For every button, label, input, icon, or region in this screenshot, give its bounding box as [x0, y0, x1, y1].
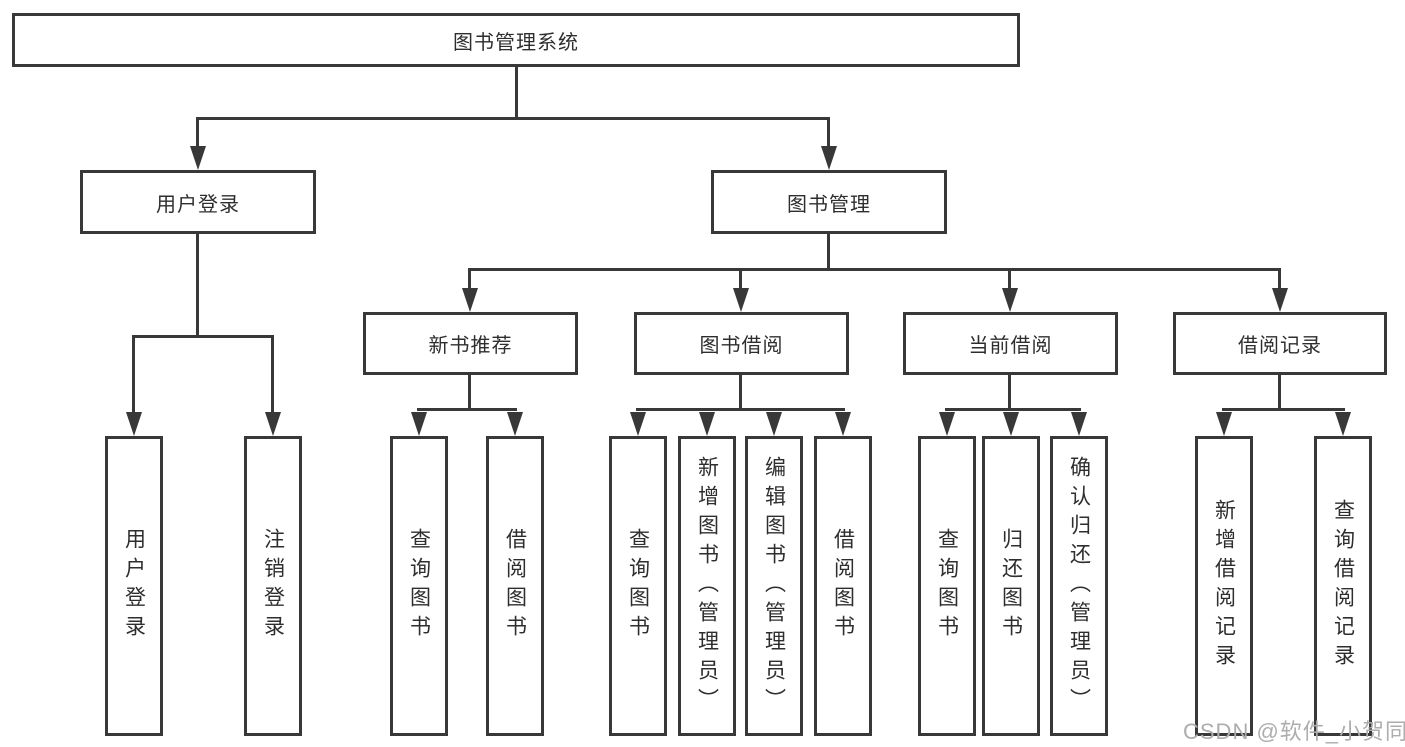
leaf-br-query-record: 查询借阅记录	[1314, 436, 1372, 736]
connector-currentborrow-branch	[945, 408, 1081, 411]
connector-newbook-drop	[468, 268, 471, 290]
leaf-rec-query-books: 查询图书	[390, 436, 448, 736]
leaf-bb-add-books-label: 新增图书（管理员）	[695, 455, 719, 717]
arrow-currentborrow-leaf-3	[1071, 412, 1087, 436]
connector-borrowrecords-stem	[1278, 375, 1281, 410]
node-new-book-rec-label: 新书推荐	[428, 335, 513, 357]
leaf-cb-query-books-label: 查询图书	[935, 528, 959, 644]
leaf-cb-confirm-return-label: 确认归还（管理员）	[1067, 455, 1091, 717]
arrow-bookborrow-leaf-2	[699, 412, 715, 436]
node-new-book-rec: 新书推荐	[363, 312, 578, 375]
connector-user-login-drop	[196, 117, 199, 148]
leaf-logout-label: 注销登录	[261, 528, 285, 644]
arrow-to-current	[1002, 288, 1018, 312]
arrow-to-newbook	[462, 288, 478, 312]
leaf-bb-add-books: 新增图书（管理员）	[678, 436, 736, 736]
connector-newbook-stem	[468, 375, 471, 410]
arrow-to-borrow	[733, 288, 749, 312]
connector-records-drop	[1278, 268, 1281, 290]
connector-userlogin-stem	[196, 234, 199, 337]
leaf-rec-borrow-books-label: 借阅图书	[503, 528, 527, 644]
arrow-newbook-leaf-1	[411, 412, 427, 436]
arrow-bookborrow-leaf-4	[835, 412, 851, 436]
connector-borrowrecords-branch	[1222, 408, 1345, 411]
leaf-rec-borrow-books: 借阅图书	[486, 436, 544, 736]
node-root-label: 图书管理系统	[453, 31, 579, 54]
leaf-bb-edit-books: 编辑图书（管理员）	[745, 436, 803, 736]
leaf-cb-query-books: 查询图书	[918, 436, 976, 736]
leaf-bb-query-books-label: 查询图书	[626, 528, 650, 644]
leaf-user-login-label: 用户登录	[122, 528, 146, 644]
node-root: 图书管理系统	[12, 13, 1020, 67]
connector-bookborrow-stem	[739, 375, 742, 410]
leaf-cb-confirm-return: 确认归还（管理员）	[1050, 436, 1108, 736]
leaf-logout: 注销登录	[244, 436, 302, 736]
connector-bookborrow-branch	[636, 408, 845, 411]
arrow-to-leaf-login	[126, 412, 142, 436]
arrow-to-records	[1272, 288, 1288, 312]
connector-bookmgmt-branch	[468, 268, 1281, 271]
leaf-bb-edit-books-label: 编辑图书（管理员）	[762, 455, 786, 717]
connector-root-drop	[515, 67, 518, 119]
node-book-mgmt-label: 图书管理	[787, 193, 871, 216]
node-borrow-records-label: 借阅记录	[1238, 335, 1322, 357]
connector-currentborrow-stem	[1008, 375, 1011, 410]
node-book-borrow: 图书借阅	[634, 312, 849, 375]
leaf-bb-borrow-books: 借阅图书	[814, 436, 872, 736]
node-borrow-records: 借阅记录	[1173, 312, 1387, 375]
connector-book-mgmt-drop	[827, 117, 830, 148]
node-current-borrow: 当前借阅	[903, 312, 1118, 375]
arrow-currentborrow-leaf-1	[939, 412, 955, 436]
leaf-bb-query-books: 查询图书	[609, 436, 667, 736]
leaf-user-login: 用户登录	[105, 436, 163, 736]
arrow-to-leaf-logout	[265, 412, 281, 436]
connector-root-branch	[196, 117, 830, 120]
leaf-rec-query-books-label: 查询图书	[407, 528, 431, 644]
connector-leaf-login-drop	[132, 335, 135, 414]
leaf-bb-borrow-books-label: 借阅图书	[831, 528, 855, 644]
node-book-borrow-label: 图书借阅	[699, 335, 784, 357]
node-current-borrow-label: 当前借阅	[968, 335, 1053, 357]
arrow-to-book-mgmt	[821, 146, 837, 170]
connector-newbook-branch	[417, 408, 517, 411]
node-user-login-label: 用户登录	[156, 193, 240, 216]
arrow-bookborrow-leaf-1	[630, 412, 646, 436]
leaf-cb-return-books-label: 归还图书	[999, 528, 1023, 644]
connector-bookmgmt-stem	[827, 234, 830, 271]
leaf-br-add-record-label: 新增借阅记录	[1212, 499, 1236, 673]
leaf-cb-return-books: 归还图书	[982, 436, 1040, 736]
node-user-login: 用户登录	[80, 170, 316, 234]
leaf-br-add-record: 新增借阅记录	[1195, 436, 1253, 736]
csdn-watermark: CSDN @软件_小贺同学	[1183, 719, 1405, 744]
node-book-mgmt: 图书管理	[711, 170, 947, 234]
connector-borrow-drop	[739, 268, 742, 290]
arrow-to-user-login	[190, 146, 206, 170]
arrow-borrowrecords-leaf-1	[1216, 412, 1232, 436]
connector-leaf-logout-drop	[271, 335, 274, 414]
arrow-bookborrow-leaf-3	[766, 412, 782, 436]
arrow-borrowrecords-leaf-2	[1335, 412, 1351, 436]
connector-current-drop	[1008, 268, 1011, 290]
arrow-newbook-leaf-2	[507, 412, 523, 436]
leaf-br-query-record-label: 查询借阅记录	[1331, 499, 1355, 673]
connector-userlogin-branch	[132, 335, 274, 338]
arrow-currentborrow-leaf-2	[1003, 412, 1019, 436]
